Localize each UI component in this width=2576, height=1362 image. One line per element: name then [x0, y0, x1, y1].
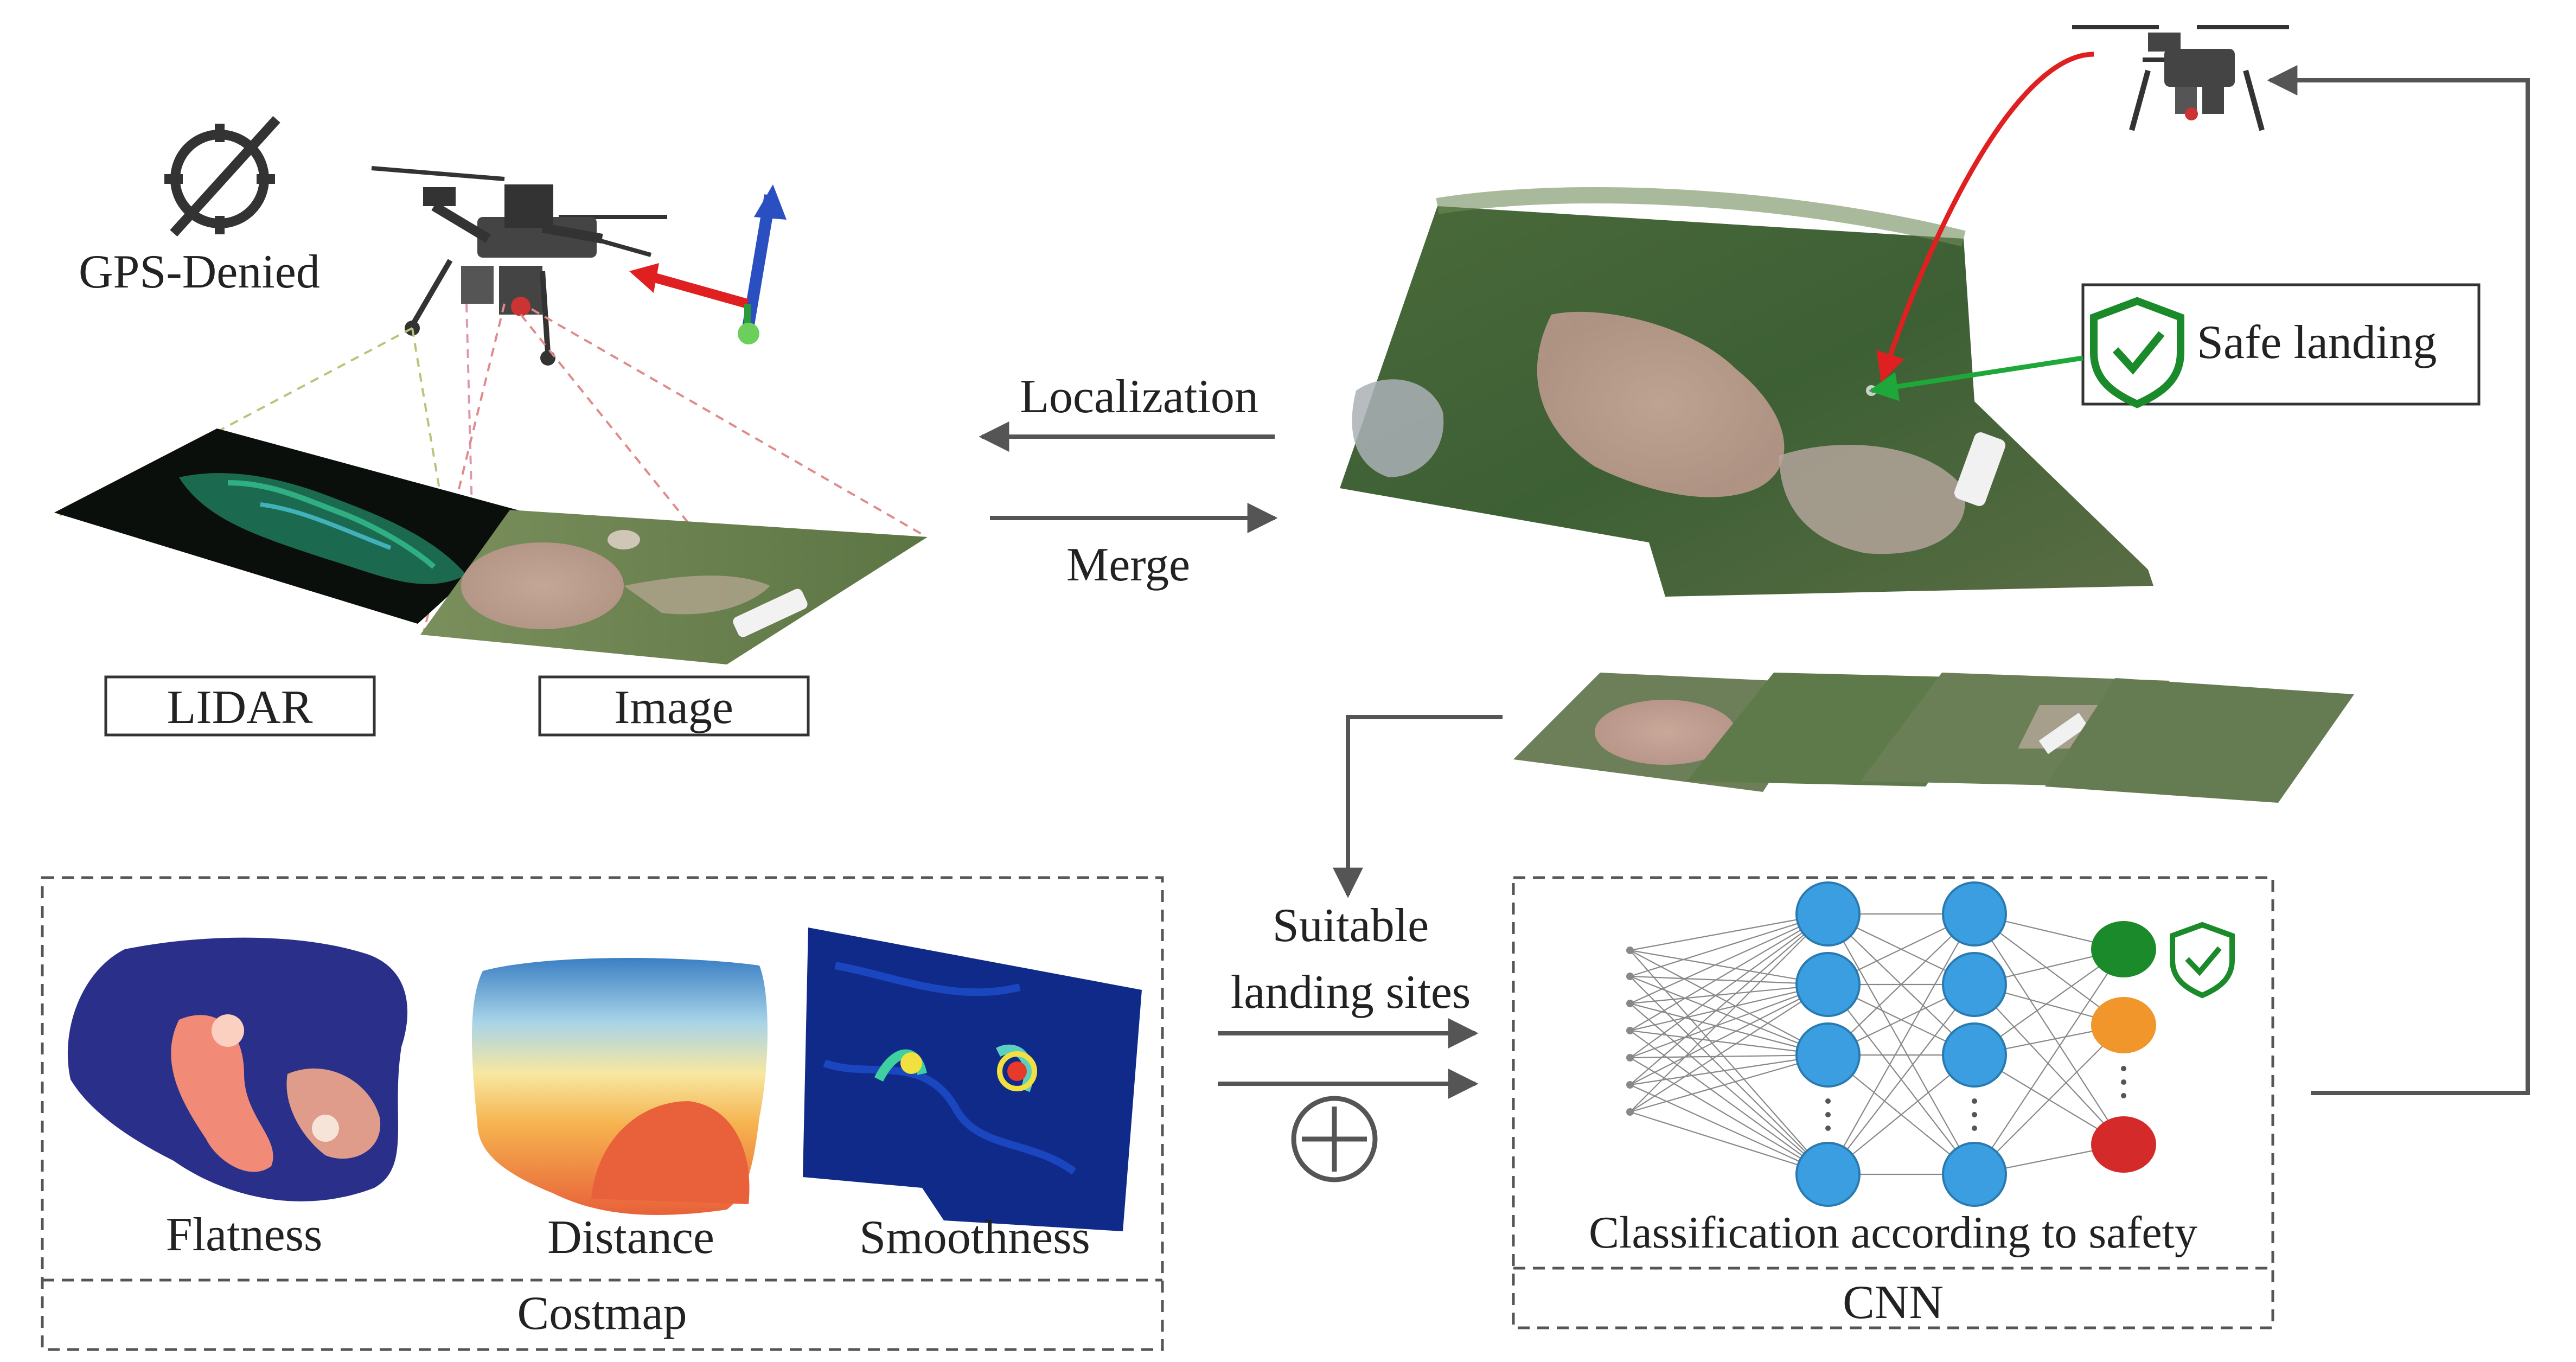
cnn-edge [1974, 949, 2124, 1175]
shield-check-icon [2090, 297, 2184, 408]
safe-landing-pointer [1868, 355, 2083, 401]
cnn-edge [1827, 913, 1975, 1175]
cnn-ellipsis [1825, 1066, 2126, 1131]
drone-left: GPS-Denied [54, 116, 928, 737]
descent-path [1876, 52, 2094, 383]
image-label-box [538, 675, 810, 737]
costmap-panel: Flatness Distance Smoothness Costmap [41, 876, 1164, 1351]
lidar-scan-plane [54, 429, 537, 624]
image-tiles-stack [1513, 673, 2354, 803]
gps-denied-icon [164, 116, 280, 237]
distance-map [472, 958, 768, 1215]
feedback-arrow [2267, 65, 2530, 1095]
cnn-edge [1629, 949, 1829, 986]
cnn-edge [1974, 1025, 2124, 1175]
tiles-to-cnn-arrow [1333, 715, 1503, 898]
costmap-label-flatness: Flatness [166, 1208, 322, 1261]
gps-denied-label: GPS-Denied [79, 246, 320, 298]
image-label: Image [614, 681, 733, 734]
cnn-edge [1629, 983, 1829, 1005]
costmap-title: Costmap [517, 1287, 687, 1340]
cnn-edge [1629, 913, 1829, 1005]
cnn-edge [1629, 975, 1829, 1056]
drone-body-left [371, 166, 667, 366]
cnn-edge [1629, 1057, 1829, 1175]
cnn-edge [1629, 983, 1829, 1032]
cnn-edge [1629, 1054, 1829, 1059]
suitable-line-2: landing sites [1231, 966, 1471, 1019]
cnn-edge [1629, 913, 1829, 1031]
frame-axes [629, 184, 787, 344]
output-node-safe [2091, 921, 2156, 977]
cnn-hidden-layer-2 [1942, 881, 2007, 1207]
cnn-edges [1629, 913, 2124, 1175]
cnn-edge [1974, 984, 2124, 1145]
safe-landing-label: Safe landing [2197, 316, 2437, 369]
costmap-label-distance: Distance [547, 1211, 714, 1264]
cnn-edge [1629, 1054, 1829, 1113]
cnn-edge [1629, 1054, 1829, 1086]
cnn-edge [1629, 984, 1829, 1085]
cnn-edge [1629, 913, 1829, 1112]
cnn-edge [1629, 976, 1829, 1175]
cnn-input-nodes [1626, 947, 1634, 1116]
cnn-edge [1629, 1084, 1829, 1175]
cnn-edge [1629, 913, 1829, 1085]
flatness-map [67, 937, 408, 1201]
costmap-label-smoothness: Smoothness [859, 1211, 1090, 1264]
merge-label: Merge [1066, 539, 1190, 591]
lidar-label-box [104, 675, 376, 737]
cnn-edge [1629, 913, 1829, 1058]
cnn-edge [1629, 913, 1829, 951]
terrain-3d-map [1340, 187, 2153, 597]
cnn-edge [1827, 913, 1975, 1056]
cnn-edge [1629, 983, 1829, 1059]
suitable-line-1: Suitable [1273, 899, 1429, 952]
combine-flow: Suitable landing sites [1218, 899, 1479, 1182]
cnn-edge [1629, 913, 1829, 977]
localization-label: Localization [1020, 370, 1258, 423]
cnn-hidden-layer-1 [1795, 881, 1861, 1207]
cnn-edge [1827, 984, 1975, 1175]
cnn-edge [1629, 1111, 1829, 1175]
cnn-edge [1629, 984, 1829, 1112]
cnn-edge [1629, 1002, 1829, 1056]
cnn-edge [1974, 913, 2124, 1145]
cnn-edge [1629, 1030, 1829, 1056]
drone-right [2072, 25, 2289, 131]
camera-image-plane [420, 510, 928, 664]
cnn-title: CNN [1843, 1276, 1944, 1329]
cnn-output-nodes [2091, 921, 2156, 1173]
combine-plus-icon [1291, 1096, 1378, 1182]
safe-landing-callout: Safe landing [1868, 283, 2481, 408]
output-shield-check-icon [2170, 922, 2235, 999]
cnn-panel: Classification according to safety CNN [1512, 876, 2274, 1329]
cnn-edge [1629, 1003, 1829, 1175]
localization-merge-flow: Localization Merge [979, 370, 1278, 591]
cnn-edge [1629, 975, 1829, 986]
cnn-edge [1629, 950, 1829, 1056]
cnn-edge [1629, 1030, 1829, 1175]
cnn-caption: Classification according to safety [1589, 1207, 2197, 1258]
cnn-edge [1629, 950, 1829, 1175]
output-node-unsafe [2091, 1116, 2156, 1173]
output-node-caution [2091, 997, 2156, 1053]
smoothness-map [803, 928, 1142, 1231]
lidar-label: LIDAR [167, 681, 313, 734]
